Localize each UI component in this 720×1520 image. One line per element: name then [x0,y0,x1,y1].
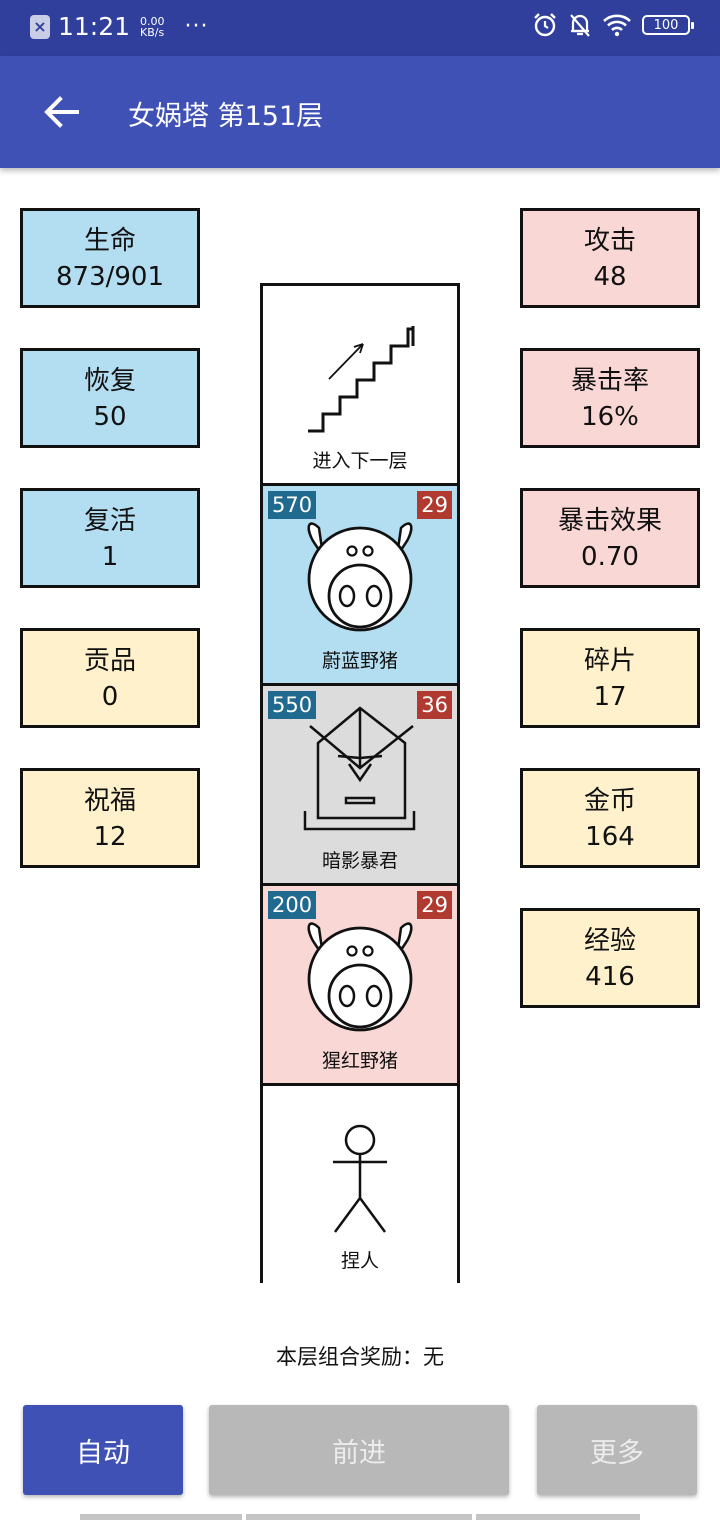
stat-value: 12 [93,822,127,852]
combo-reward-text: 本层组合奖励：无 [276,1345,444,1369]
network-speed-value: 0.00 [140,14,165,28]
tower-cell-player[interactable]: 捏人 [263,1086,457,1283]
stat-value: 873/901 [55,262,164,292]
more-notifications-icon: ··· [184,14,209,39]
forward-button[interactable]: 前进 [209,1405,509,1495]
tower-cell-label: 蔚蓝野猪 [321,650,398,672]
stat-label: 金币 [583,786,636,816]
status-bar: × 11:21 0.00 KB/s ··· 100 [0,0,720,56]
stat-value: 164 [585,822,635,852]
stat-card-attack: 攻击 48 [520,208,700,308]
tower-cell-monster[interactable]: 550 36 暗影暴君 [263,686,457,886]
battery-icon: 100 [642,15,694,35]
tyrant-icon [303,706,416,831]
tower-column: 进入下一层 570 29 蔚蓝野猪 550 36 暗影暴君 [260,283,460,1283]
offscreen-button[interactable] [246,1514,472,1520]
notification-x-icon: × [30,14,50,39]
offscreen-button[interactable] [476,1514,640,1520]
stat-card-tribute: 贡品 0 [20,628,200,728]
stat-label: 经验 [583,926,636,956]
back-button[interactable] [36,86,86,138]
boar-icon [307,922,413,1032]
alarm-icon [534,13,556,37]
more-button[interactable]: 更多 [537,1405,697,1495]
tower-cell-label: 暗影暴君 [321,850,398,872]
monster-hp-badge: 570 [268,491,317,519]
stat-label: 生命 [83,226,136,256]
stat-value: 48 [593,262,627,292]
page-title: 女娲塔 第151层 [128,101,324,132]
stairs-icon [308,326,415,433]
status-right: 100 [532,12,694,38]
stat-card-revive: 复活 1 [20,488,200,588]
tower-cell-label: 进入下一层 [312,450,408,472]
stat-value: 50 [93,402,127,432]
stat-value: 0 [101,682,119,712]
monster-attack-badge: 36 [417,691,452,719]
stat-card-exp: 经验 416 [520,908,700,1008]
network-speed: 0.00 KB/s [140,16,165,38]
stat-label: 攻击 [583,226,636,256]
stat-value: 1 [101,542,119,572]
stat-value: 0.70 [581,542,639,572]
clock: 11:21 [58,12,131,41]
stat-label: 贡品 [83,646,136,676]
stat-value: 17 [593,682,627,712]
boar-icon [307,522,413,632]
stat-label: 复活 [83,506,136,536]
stat-label: 碎片 [583,646,636,676]
stat-card-regen: 恢复 50 [20,348,200,448]
stat-card-gold: 金币 164 [520,768,700,868]
tower-cell-next-floor[interactable]: 进入下一层 [263,286,457,486]
stat-value: 416 [585,962,635,992]
offscreen-button[interactable] [80,1514,242,1520]
stat-label: 暴击效果 [557,506,662,536]
auto-button[interactable]: 自动 [23,1405,183,1495]
stat-label: 祝福 [83,786,136,816]
stat-value: 16% [581,402,639,432]
monster-hp-badge: 550 [268,691,317,719]
stat-label: 恢复 [83,366,136,396]
notifications-off-icon [570,14,590,37]
stat-label: 暴击率 [570,366,649,396]
tower-cell-label: 猩红野猪 [321,1050,398,1072]
arrow-left-icon [44,96,79,128]
stat-card-blessing: 祝福 12 [20,768,200,868]
stat-card-fragments: 碎片 17 [520,628,700,728]
stat-card-crit-effect: 暴击效果 0.70 [520,488,700,588]
tower-cell-monster[interactable]: 570 29 蔚蓝野猪 [263,486,457,686]
app-bar: 女娲塔 第151层 [0,56,720,168]
tower-cell-label: 捏人 [340,1250,379,1272]
network-speed-unit: KB/s [140,25,165,39]
stat-card-crit-rate: 暴击率 16% [520,348,700,448]
wifi-icon [603,14,631,37]
monster-attack-badge: 29 [417,891,452,919]
monster-attack-badge: 29 [417,491,452,519]
status-left: × 11:21 0.00 KB/s ··· [30,12,209,41]
monster-hp-badge: 200 [268,891,317,919]
stat-card-hp: 生命 873/901 [20,208,200,308]
tower-cell-monster[interactable]: 200 29 猩红野猪 [263,886,457,1086]
stick-figure-icon [333,1124,387,1233]
